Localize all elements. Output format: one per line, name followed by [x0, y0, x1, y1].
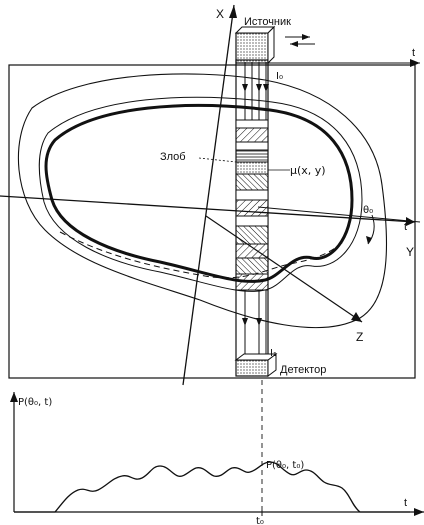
axis-x-line: [182, 4, 235, 386]
plot-ylabel: P(θ₀, t): [18, 397, 52, 408]
axis-t-right-label: t: [404, 221, 407, 233]
axis-z-arrow: [351, 312, 362, 322]
outer-contour: [17, 73, 388, 329]
mu-label: μ(x, y): [290, 164, 326, 177]
projection-curve: [14, 461, 410, 513]
object-contour-shadow: [38, 96, 363, 292]
voxel-stack: [235, 119, 269, 291]
object-contour: [44, 103, 354, 283]
axis-x-label: X: [216, 7, 224, 21]
axis-z-label: Z: [356, 330, 363, 344]
axis-z-line: [205, 215, 363, 323]
plot-peak-label: P(θ₀, t₀): [266, 460, 304, 471]
plot-xlabel: t: [404, 497, 407, 509]
projection-plane: [8, 64, 416, 379]
axis-y-label: Y: [406, 245, 414, 259]
plot-y-arrow: [10, 392, 18, 402]
i1-label: I₁: [270, 348, 277, 359]
axis-y-line: [0, 195, 416, 223]
axis-x-arrow: [229, 5, 237, 18]
theta0-label: θ₀: [363, 205, 373, 216]
dashed-contour: [59, 231, 346, 279]
plot-t0-label: t₀: [256, 516, 264, 525]
axis-t-top-label: t: [412, 47, 415, 59]
source-block: [234, 25, 276, 65]
detector-block: [234, 353, 278, 377]
i0-label: I₀: [276, 71, 283, 82]
axis-t-right-line: [257, 206, 421, 223]
axis-t-top-arrow: [410, 59, 420, 67]
slice-label: Злоб: [160, 151, 186, 163]
slice-leader: [198, 157, 237, 163]
detector-label: Детектор: [280, 364, 326, 376]
plot-x-arrow: [414, 508, 424, 516]
theta-arrow: [366, 236, 372, 244]
source-label: Источник: [244, 16, 291, 28]
